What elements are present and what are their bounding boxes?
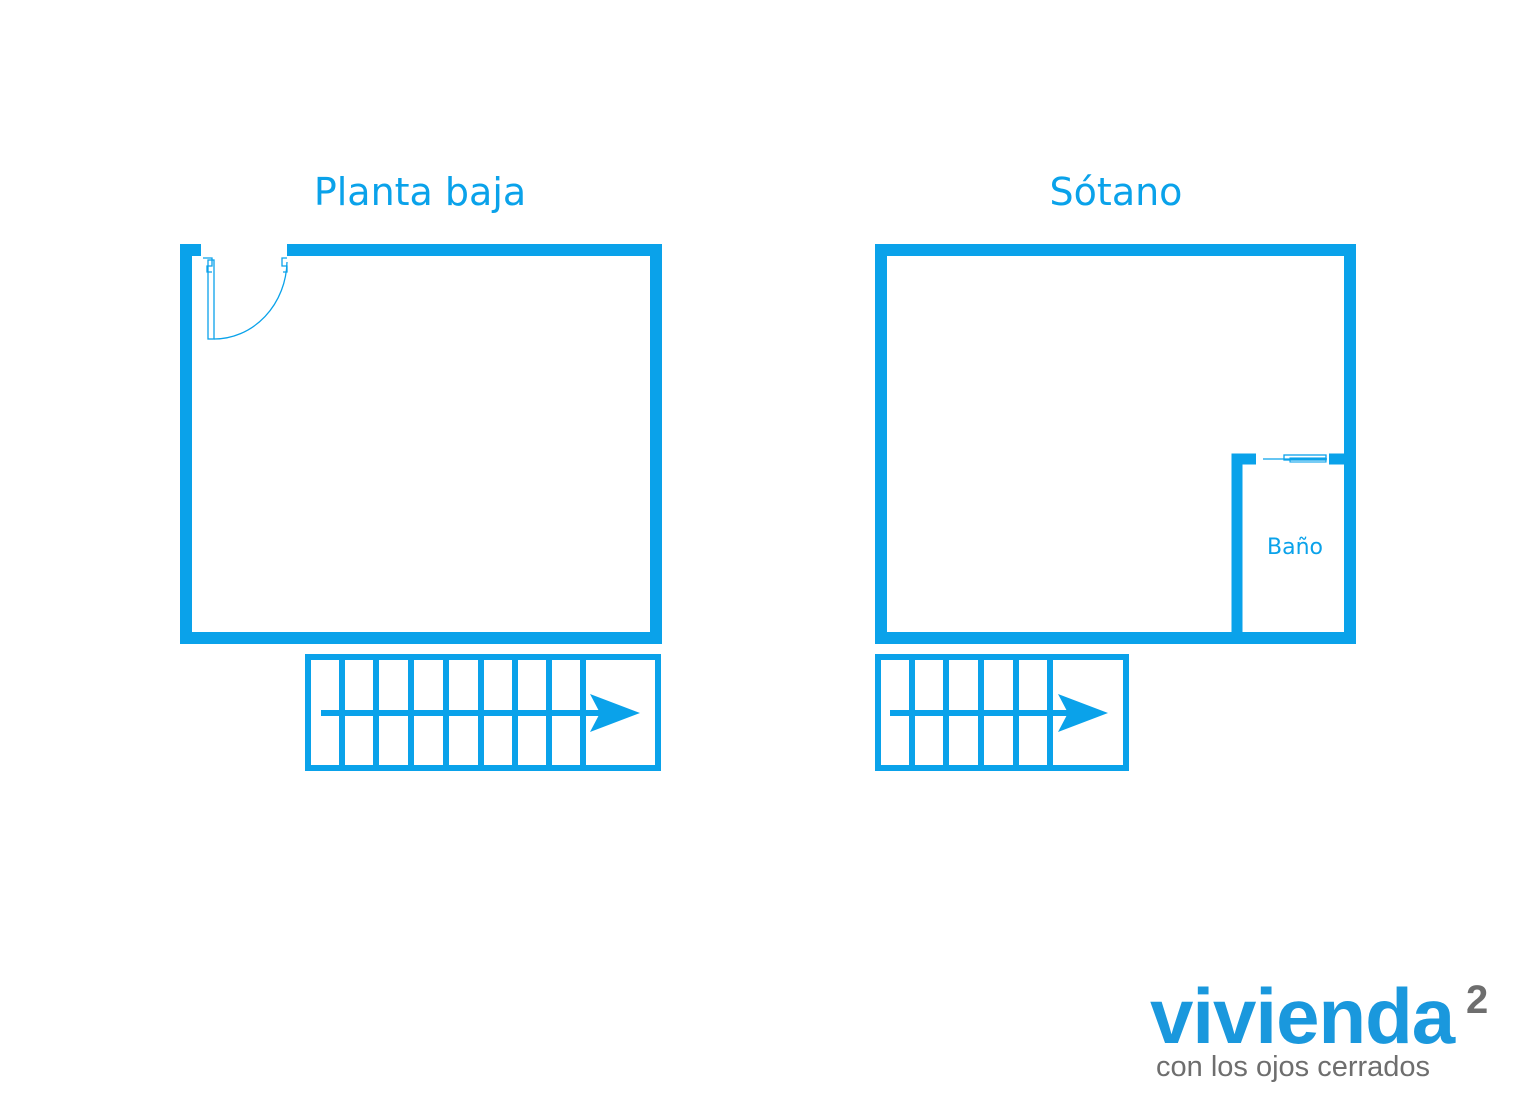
ground-floor-walls (180, 244, 662, 644)
ground-floor-staircase (305, 654, 661, 771)
logo-superscript: 2 (1466, 978, 1489, 1022)
ground-floor-title: Planta baja (313, 170, 527, 214)
basement-walls (875, 244, 1356, 644)
basement-title: Sótano (1049, 170, 1183, 214)
sliding-door-icon (1263, 454, 1327, 463)
bathroom-wall (1231, 453, 1256, 638)
basement-plan (875, 244, 1356, 771)
logo: vivienda 2 con los ojos cerrados (1150, 976, 1520, 1086)
arrow-right-icon (890, 694, 1108, 732)
basement-staircase (875, 654, 1129, 771)
door-icon (203, 257, 288, 340)
bathroom-label: Baño (1267, 535, 1323, 560)
ground-floor-plan (180, 244, 662, 771)
logo-tagline: con los ojos cerrados (1156, 1051, 1431, 1083)
logo-word: vivienda (1150, 972, 1455, 1060)
arrow-right-icon (321, 694, 640, 732)
